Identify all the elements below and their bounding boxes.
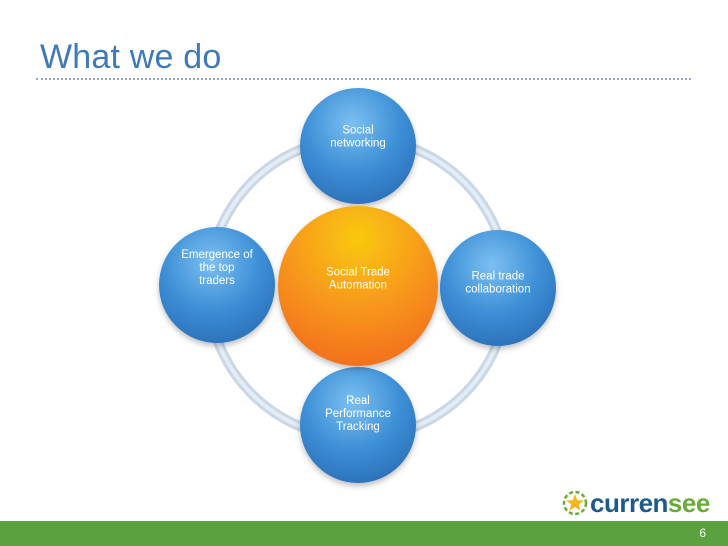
currensee-logo: currensee bbox=[560, 486, 720, 520]
node-top-circle bbox=[300, 88, 416, 204]
title-divider bbox=[36, 78, 691, 80]
node-center-label-line: Social Trade bbox=[326, 267, 390, 279]
node-bottom-label-line: Tracking bbox=[336, 421, 380, 433]
footer-bar: 6 bbox=[0, 521, 728, 546]
star-emblem-icon bbox=[562, 490, 588, 516]
node-left-label-line: Emergence of bbox=[181, 249, 253, 261]
node-bottom-label-line: Real bbox=[346, 395, 370, 407]
node-left-circle bbox=[159, 227, 275, 343]
brand-name-accent: see bbox=[667, 488, 710, 518]
brand-name: currensee bbox=[590, 488, 710, 519]
slide-title: What we do bbox=[40, 38, 222, 76]
node-center-label-line: Automation bbox=[329, 280, 387, 292]
node-right-label-line: collaboration bbox=[465, 284, 530, 296]
node-bottom-label-line: Performance bbox=[325, 408, 391, 420]
node-left-label-line: traders bbox=[199, 275, 235, 287]
node-center-circle bbox=[278, 206, 438, 366]
node-right-circle bbox=[440, 230, 556, 346]
node-bottom-circle bbox=[300, 367, 416, 483]
node-left-label-line: the top bbox=[199, 262, 234, 274]
node-top-label-line: Social bbox=[342, 125, 373, 137]
page-number: 6 bbox=[699, 526, 706, 540]
node-top-label-line: networking bbox=[330, 138, 386, 150]
brand-name-main: curren bbox=[590, 488, 668, 518]
node-right-label-line: Real trade bbox=[471, 271, 524, 283]
